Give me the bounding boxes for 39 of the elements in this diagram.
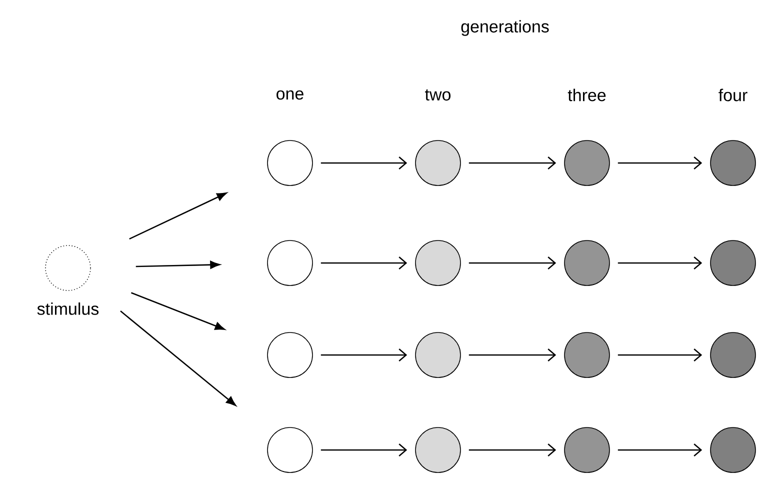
generation-circle	[267, 140, 313, 186]
arrow	[320, 256, 408, 270]
generation-circle	[415, 240, 461, 286]
generation-circle	[710, 427, 756, 473]
arrow	[468, 348, 556, 362]
generation-circle	[267, 332, 313, 378]
arrow	[618, 256, 702, 270]
generation-circle	[267, 240, 313, 286]
arrow	[468, 444, 556, 456]
generation-circle	[415, 140, 461, 186]
generation-circle	[564, 140, 610, 186]
generation-circle	[564, 427, 610, 473]
generation-circle	[564, 240, 610, 286]
generation-circle	[415, 427, 461, 473]
generation-circle	[415, 332, 461, 378]
arrow	[129, 192, 227, 240]
generation-circle	[710, 240, 756, 286]
arrow	[320, 156, 408, 170]
arrow	[320, 348, 408, 362]
arrow	[618, 444, 702, 456]
arrow	[320, 444, 408, 456]
node-caption: stimulus	[37, 302, 99, 315]
generation-circle	[267, 427, 313, 473]
column-label: one	[276, 90, 304, 100]
arrow	[136, 260, 220, 269]
arrow	[120, 310, 236, 406]
axis-title: generations	[461, 20, 549, 36]
arrow	[468, 256, 556, 270]
generation-circle	[710, 140, 756, 186]
stimulus-circle	[45, 245, 91, 291]
column-label: three	[568, 88, 606, 102]
generation-circle	[710, 332, 756, 378]
generation-circle	[564, 332, 610, 378]
column-label: two	[425, 89, 450, 101]
column-label: four	[718, 88, 748, 102]
arrow	[130, 292, 225, 330]
arrow	[618, 156, 702, 170]
arrow	[618, 348, 702, 362]
arrow	[468, 156, 556, 170]
